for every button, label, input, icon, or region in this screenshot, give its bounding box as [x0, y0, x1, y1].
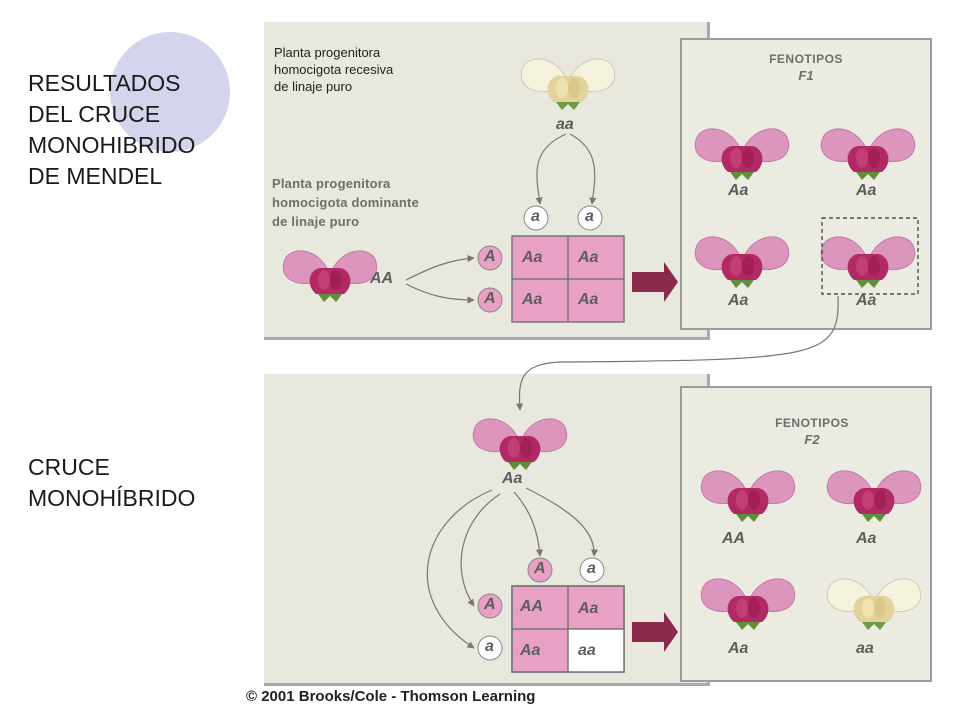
arrow-f1-to-f2-parent	[515, 295, 839, 411]
f2-flower-icon-1	[700, 470, 796, 523]
recessive-genotype: aa	[556, 116, 574, 133]
arrow-to-f2-icon	[632, 612, 678, 652]
punnett-f1-r1c1: Aa	[522, 249, 543, 266]
gamete-circle-row-a	[477, 635, 503, 661]
f2-genotype-1: AA	[722, 530, 746, 547]
f1-phenotypes-title: FENOTIPOS	[769, 52, 843, 66]
gamete-circle-a2	[577, 205, 603, 231]
f2-generation-label: F2	[804, 432, 820, 447]
dominant-parent-flower-icon	[282, 250, 378, 303]
dominant-genotype: AA	[370, 270, 394, 287]
arrow-gamete-a-col	[525, 487, 599, 557]
f2-genotype-2: Aa	[856, 530, 877, 547]
gamete-circle-col-a	[579, 557, 605, 583]
f2-gamete-row-1: A	[484, 596, 496, 613]
gamete-col-2: a	[585, 208, 594, 225]
gamete-circle-A2	[477, 287, 503, 313]
gamete-circle-row-A	[477, 593, 503, 619]
arrow-gamete-A-row	[460, 493, 501, 607]
punnett-f1-r2c1: Aa	[522, 291, 543, 308]
arrow-gamete-a-row	[426, 489, 493, 649]
f2-phenotype-box	[680, 386, 932, 682]
selected-f1-plant-frame	[821, 217, 919, 295]
f1-flower-icon-3	[694, 236, 790, 289]
punnett-f2-r1c1: AA	[520, 598, 544, 615]
punnett-f2-r2c1: Aa	[520, 642, 541, 659]
copyright-notice: © 2001 Brooks/Cole - Thomson Learning	[246, 688, 536, 705]
f2-flower-icon-3	[700, 578, 796, 631]
gamete-circle-col-A	[527, 557, 553, 583]
f2-gamete-col-1: A	[534, 560, 546, 577]
f1-genotype-3: Aa	[728, 292, 749, 309]
f2-phenotypes-title: FENOTIPOS	[775, 416, 849, 430]
f1-phenotype-box	[680, 38, 932, 330]
arrow-gamete-a1	[535, 133, 567, 205]
arrow-gamete-A1	[405, 254, 475, 281]
punnett-f1-r1c2: Aa	[578, 249, 599, 266]
gamete-row-2: A	[484, 290, 496, 307]
gamete-circle-A1	[477, 245, 503, 271]
gamete-row-1: A	[484, 248, 496, 265]
f2-flower-icon-2	[826, 470, 922, 523]
f2-gamete-row-2: a	[485, 638, 494, 655]
f2-genotype-4: aa	[856, 640, 874, 657]
f1-genotype-1: Aa	[728, 182, 749, 199]
f2-parent-flower-icon	[472, 418, 568, 471]
slide-subtitle: CRUCE MONOHÍBRIDO	[28, 454, 196, 511]
arrow-gamete-A2	[405, 283, 475, 304]
f1-genotype-4: Aa	[856, 292, 877, 309]
recessive-parent-label: Planta progenitora homocigota recesiva d…	[274, 45, 394, 94]
f1-flower-icon-2	[820, 128, 916, 181]
decorative-circle	[110, 32, 230, 152]
punnett-f1-r2c2: Aa	[578, 291, 599, 308]
f2-flower-icon-4-white	[826, 578, 922, 631]
arrow-gamete-A-col	[513, 491, 544, 557]
gamete-col-1: a	[531, 208, 540, 225]
f1-genotype-2: Aa	[856, 182, 877, 199]
punnett-f2-r1c2: Aa	[578, 600, 599, 617]
f1-flower-icon-4	[820, 236, 916, 289]
punnett-f2-r2c2: aa	[578, 642, 596, 659]
recessive-parent-flower-icon	[520, 58, 616, 111]
f2-gamete-col-2: a	[587, 560, 596, 577]
f2-parent-genotype: Aa	[502, 470, 523, 487]
arrow-gamete-a2	[569, 133, 597, 205]
f2-genotype-3: Aa	[728, 640, 749, 657]
arrow-to-f1-icon	[632, 262, 678, 302]
slide-title: RESULTADOS DEL CRUCE MONOHIBRIDO DE MEND…	[28, 70, 196, 189]
dominant-parent-label: Planta progenitora homocigota dominante …	[272, 176, 419, 229]
f1-generation-label: F1	[798, 68, 814, 83]
f1-flower-icon-1	[694, 128, 790, 181]
gamete-circle-a1	[523, 205, 549, 231]
